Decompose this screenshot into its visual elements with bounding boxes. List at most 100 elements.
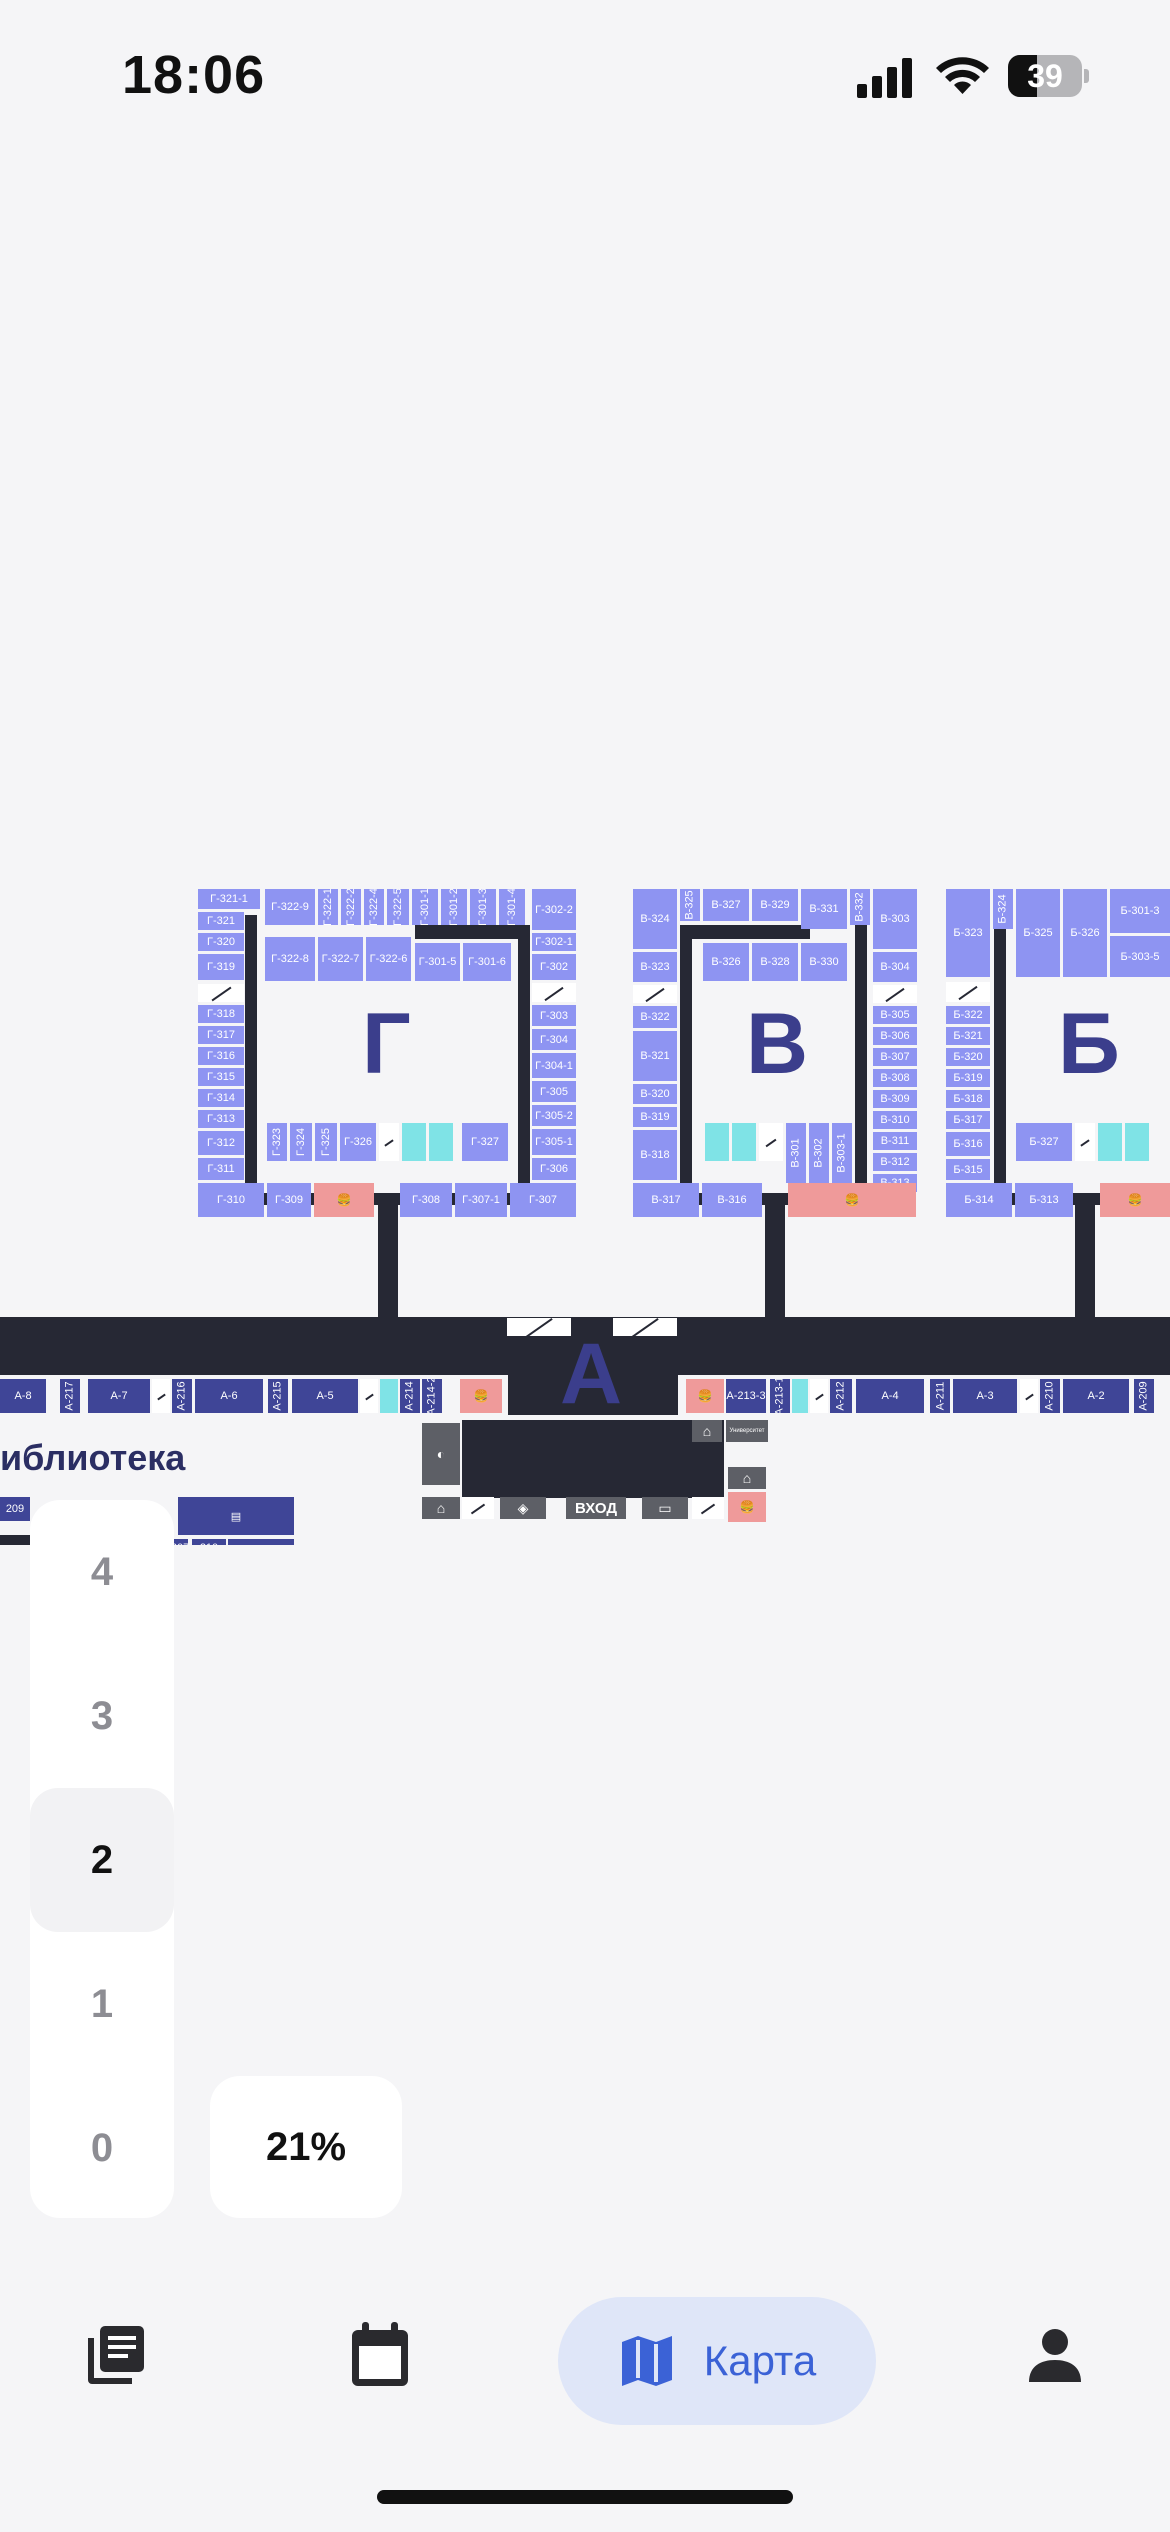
room[interactable]: А-4 [856,1379,924,1413]
room[interactable]: Г-302-2 [532,889,576,930]
room[interactable]: А-217 [60,1379,80,1413]
toilet-icon[interactable] [1098,1123,1122,1161]
room[interactable]: Г-305-2 [532,1105,576,1126]
room[interactable]: Г-314 [198,1089,244,1107]
room[interactable]: В-303-1 [832,1123,852,1183]
room[interactable]: Б-314 [946,1183,1012,1217]
room[interactable]: Г-311 [198,1158,244,1180]
room[interactable]: Г-304-1 [532,1053,576,1078]
hat-icon[interactable]: ◐ [422,1423,460,1485]
toilet-icon[interactable] [1125,1123,1149,1161]
cafe-icon[interactable]: 🍔 [686,1379,724,1413]
room[interactable]: Г-322-8 [265,937,315,981]
room[interactable]: Г-322-4 [364,889,384,925]
cafe-icon[interactable]: 🍔 [314,1183,374,1217]
room[interactable]: А-7 [88,1379,150,1413]
room[interactable]: Г-301-3 [470,889,496,925]
library-room[interactable]: ▤ [228,1539,294,1545]
room[interactable]: Г-325 [315,1123,337,1161]
room[interactable]: А-213-3 [726,1379,766,1413]
room[interactable]: А-216 [172,1379,192,1413]
room[interactable]: Г-322-9 [265,889,315,925]
room[interactable]: Г-310 [198,1183,264,1217]
room[interactable]: В-307 [873,1048,917,1066]
tab-schedule[interactable] [325,2280,435,2430]
shop-icon[interactable]: ⌂ [692,1420,722,1442]
room[interactable]: В-328 [752,943,798,981]
room[interactable]: А-214-2 [422,1379,442,1413]
cafe-icon[interactable]: 🍔 [788,1183,916,1217]
room[interactable]: Г-320 [198,933,244,951]
floor-2-button[interactable]: 2 [30,1788,174,1932]
room[interactable]: В-312 [873,1153,917,1171]
room[interactable]: В-329 [752,889,798,921]
room[interactable]: А-5 [292,1379,358,1413]
room[interactable]: Г-319 [198,954,244,980]
room[interactable]: Б-319 [946,1069,990,1087]
room[interactable]: В-318 [633,1130,677,1180]
shop-icon[interactable]: ⌂ [422,1497,460,1519]
room[interactable]: Б-321 [946,1027,990,1045]
room[interactable]: В-320 [633,1084,677,1104]
room[interactable]: Г-322-5 [387,889,409,925]
room[interactable]: Г-321 [198,912,244,930]
room[interactable]: Б-316 [946,1132,990,1156]
room[interactable]: Г-324 [290,1123,312,1161]
room[interactable]: Г-307 [510,1183,576,1217]
room[interactable]: В-322 [633,1006,677,1028]
room[interactable]: В-302 [809,1123,829,1183]
room[interactable]: Б-315 [946,1159,990,1180]
room[interactable]: А-215 [268,1379,288,1413]
library-room[interactable]: 209 [0,1497,30,1521]
room[interactable]: Г-303 [532,1005,576,1026]
room[interactable]: Г-305-1 [532,1129,576,1155]
library-room[interactable]: 207 [172,1539,188,1545]
room[interactable]: В-327 [703,889,749,921]
tab-map[interactable]: Карта [558,2297,876,2425]
room[interactable]: В-303 [873,889,917,949]
room[interactable]: Г-318 [198,1005,244,1023]
room[interactable]: Г-302-1 [532,933,576,951]
room[interactable]: А-2 [1063,1379,1129,1413]
room[interactable]: А-210 [1040,1379,1060,1413]
room[interactable]: В-308 [873,1069,917,1087]
room[interactable]: Б-322 [946,1006,990,1024]
room[interactable]: Б-301-3 [1110,889,1170,933]
room[interactable]: А-211 [930,1379,950,1413]
room[interactable]: Г-316 [198,1047,244,1065]
room[interactable]: Б-324 [993,889,1013,929]
room[interactable]: Г-301-2 [441,889,467,925]
room[interactable]: Г-302 [532,954,576,980]
room[interactable]: В-330 [801,943,847,981]
zoom-indicator[interactable]: 21% [210,2076,402,2218]
room[interactable]: Г-317 [198,1026,244,1044]
room[interactable]: Г-305 [532,1081,576,1102]
room[interactable]: Г-315 [198,1068,244,1086]
room[interactable]: Б-320 [946,1048,990,1066]
room[interactable]: В-311 [873,1132,917,1150]
room[interactable]: Г-321-1 [198,889,260,909]
tab-library[interactable] [60,2280,170,2430]
card-icon[interactable]: ▭ [642,1497,688,1519]
room[interactable]: А-8 [0,1379,46,1413]
room[interactable]: Г-323 [267,1123,287,1161]
room[interactable]: Г-313 [198,1110,244,1128]
room[interactable]: Г-327 [462,1123,508,1161]
room[interactable]: Г-326 [340,1123,376,1161]
toilet-icon[interactable] [792,1379,808,1413]
room[interactable]: А-212 [830,1379,852,1413]
room[interactable]: В-321 [633,1031,677,1081]
room[interactable]: Г-301-4 [499,889,525,925]
floor-1-button[interactable]: 1 [90,1981,114,2026]
library-room[interactable]: ▤ [178,1497,294,1535]
toilet-icon[interactable] [380,1379,398,1413]
room[interactable]: В-319 [633,1107,677,1127]
room[interactable]: Г-322-6 [366,937,411,981]
room[interactable]: Б-318 [946,1090,990,1108]
entrance-label[interactable]: ВХОД [566,1497,626,1519]
room[interactable]: Г-301-1 [412,889,438,925]
floor-3-button[interactable]: 3 [90,1693,114,1738]
toilet-icon[interactable] [705,1123,729,1161]
room[interactable]: Г-322-2 [341,889,361,925]
room[interactable]: А-6 [195,1379,263,1413]
